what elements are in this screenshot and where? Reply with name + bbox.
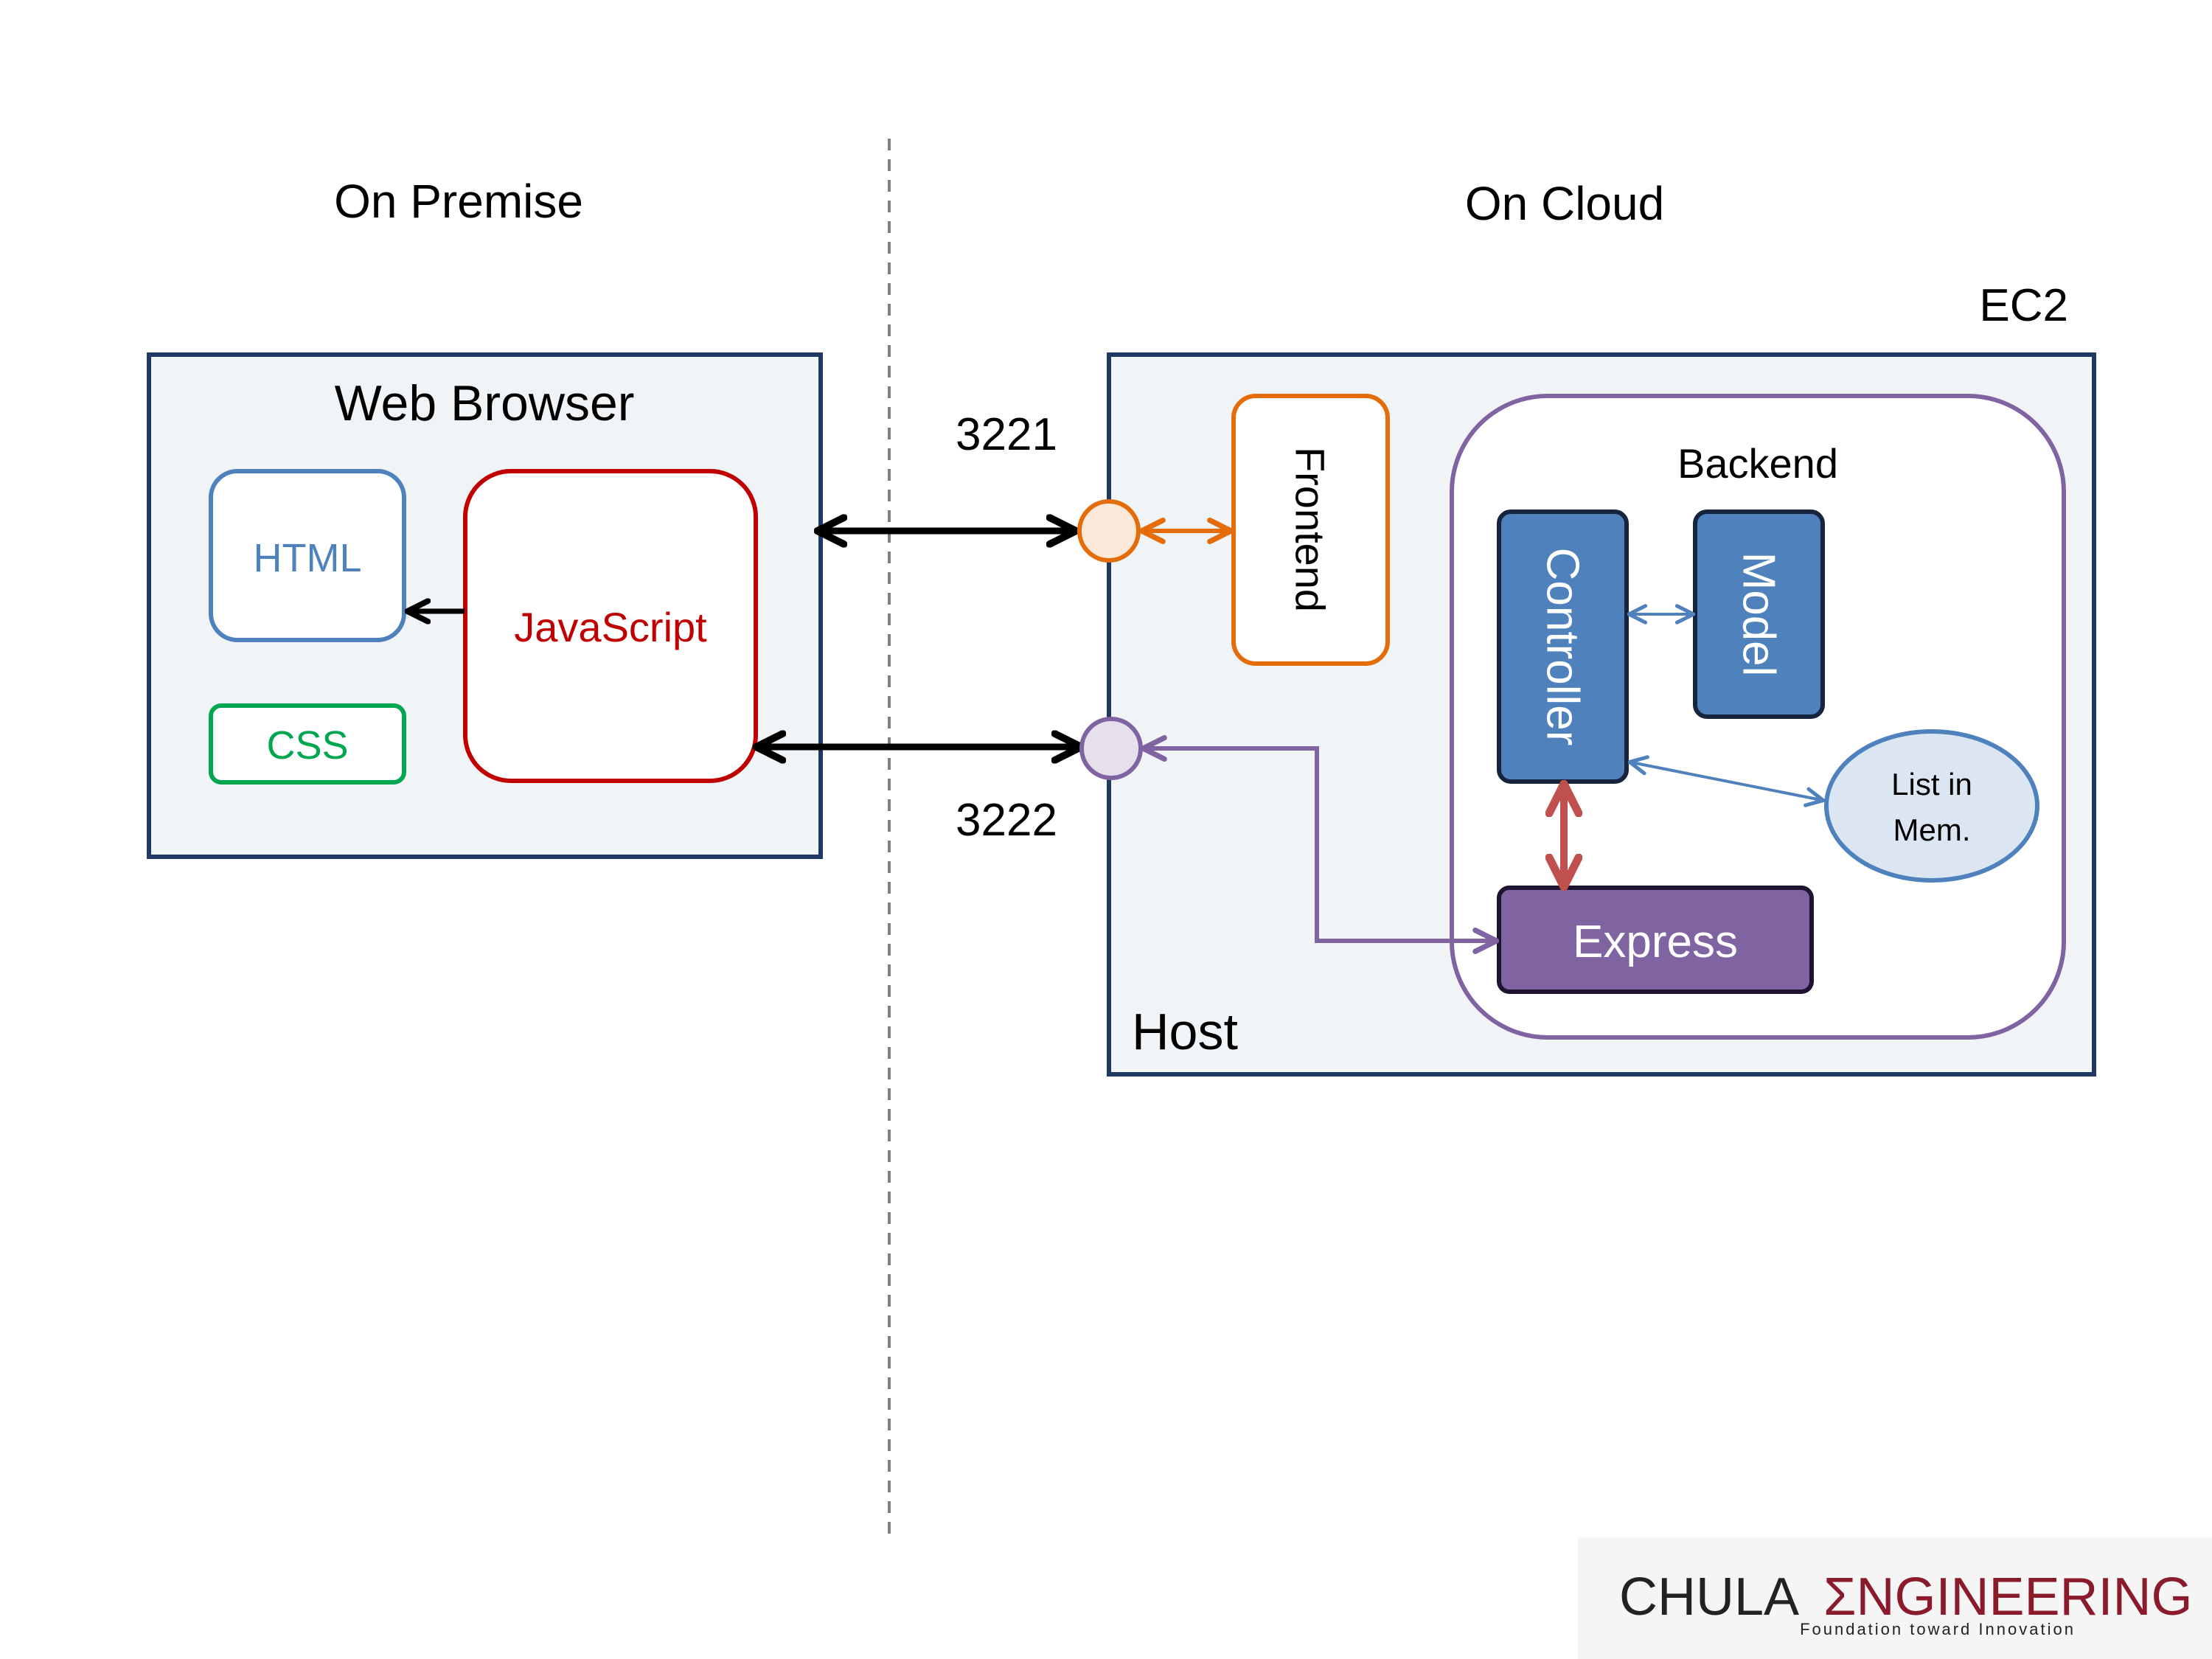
port-3221-node [1077, 499, 1141, 563]
backend-title: Backend [1677, 440, 1838, 487]
frontend-label: Frontend [1287, 447, 1334, 612]
controller-label: Controller [1537, 548, 1588, 746]
port-3221-label: 3221 [956, 409, 1057, 460]
ec2-label: EC2 [1979, 280, 2068, 331]
web-browser-title: Web Browser [335, 375, 635, 431]
frontend-box: Frontend [1231, 394, 1390, 666]
backend-container: Backend Controller Model List in Mem. Ex… [1450, 394, 2066, 1040]
brand-engineering: ΣNGINEERING [1823, 1568, 2193, 1627]
css-box: CSS [209, 703, 406, 785]
host-panel: Host Frontend Backend Controller Model L… [1077, 352, 2096, 1077]
css-label: CSS [266, 723, 348, 768]
host-label: Host [1132, 1003, 1238, 1060]
express-label: Express [1573, 917, 1738, 967]
brand-tagline: Foundation toward Innovation [1800, 1620, 2076, 1638]
port-3222-label: 3222 [956, 795, 1057, 846]
brand-chula: CHULA [1619, 1568, 1799, 1627]
list-in-mem-ellipse: List in Mem. [1824, 729, 2039, 883]
controller-list-arrow [1627, 755, 1826, 807]
controller-box: Controller [1497, 509, 1629, 784]
html-label: HTML [254, 536, 362, 580]
html-box: HTML [209, 469, 406, 642]
web-browser-panel: Web Browser HTML CSS JavaScript [147, 352, 823, 859]
on-cloud-heading: On Cloud [1465, 177, 1664, 230]
port-express-arrow [1140, 735, 1500, 954]
port-3222-node [1079, 717, 1143, 780]
list-in-mem-label-line2: Mem. [1893, 813, 1971, 847]
javascript-box: JavaScript [463, 469, 758, 783]
on-premise-heading: On Premise [334, 175, 583, 228]
model-box: Model [1693, 509, 1825, 719]
javascript-label: JavaScript [514, 604, 707, 650]
express-box: Express [1497, 886, 1814, 994]
chula-engineering-logo: CHULA ΣNGINEERING Foundation toward Inno… [1578, 1537, 2212, 1659]
list-in-mem-label-line1: List in [1891, 767, 1972, 801]
model-label: Model [1733, 552, 1784, 677]
